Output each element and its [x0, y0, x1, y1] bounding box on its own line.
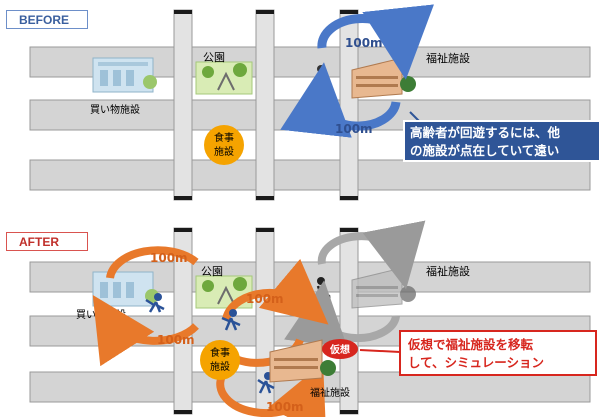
after-welfare-ghost-label: 福祉施設 — [426, 264, 470, 278]
before-distance-top: 100m — [345, 36, 383, 50]
before-callout-line1: 高齢者が回遊するには、他 — [410, 125, 561, 140]
after-callout-line2: して、シミュレーション — [408, 355, 544, 370]
after-welfare-new-label: 福祉施設 — [310, 386, 350, 399]
after-distance-4: 100m — [266, 400, 304, 414]
walking-person-icon-2 — [221, 309, 241, 331]
before-meal-facility: 食事 施設 — [204, 125, 244, 165]
after-distance-2: 100m — [246, 292, 284, 306]
walking-person-icon-1 — [145, 293, 165, 313]
before-callout-line2: の施設が点在していて遠い — [410, 143, 559, 158]
after-shopping-label: 買い物施設 — [76, 308, 126, 321]
after-meal-line2: 施設 — [210, 360, 230, 373]
after-distance-1: 100m — [150, 251, 188, 265]
before-distance-bottom: 100m — [335, 122, 373, 136]
shopping-building-icon — [92, 57, 157, 93]
after-meal-line1: 食事 — [210, 346, 230, 359]
new-welfare-building-icon — [269, 339, 336, 383]
before-tag: BEFORE — [6, 10, 88, 29]
before-welfare-label: 福祉施設 — [426, 51, 470, 65]
after-callout: 仮想で福祉施設を移転 して、シミュレーション — [359, 330, 597, 376]
virtual-badge-label: 仮想 — [329, 343, 350, 356]
before-callout: 高齢者が回遊するには、他 の施設が点在していて遠い — [403, 111, 601, 162]
before-loop-arrows — [280, 4, 434, 138]
before-park-label: 公園 — [203, 51, 225, 64]
before-meal-line2: 施設 — [214, 145, 234, 158]
virtual-badge: 仮想 — [322, 339, 358, 359]
after-tag: AFTER — [6, 232, 88, 251]
after-park-label: 公園 — [201, 265, 223, 278]
park-icon — [195, 61, 253, 95]
after-meal-facility: 食事 施設 — [200, 340, 240, 380]
before-shopping-label: 買い物施設 — [90, 103, 140, 116]
before-meal-line1: 食事 — [214, 131, 234, 144]
after-callout-line1: 仮想で福祉施設を移転 — [407, 337, 534, 352]
after-distance-3: 100m — [157, 333, 195, 347]
